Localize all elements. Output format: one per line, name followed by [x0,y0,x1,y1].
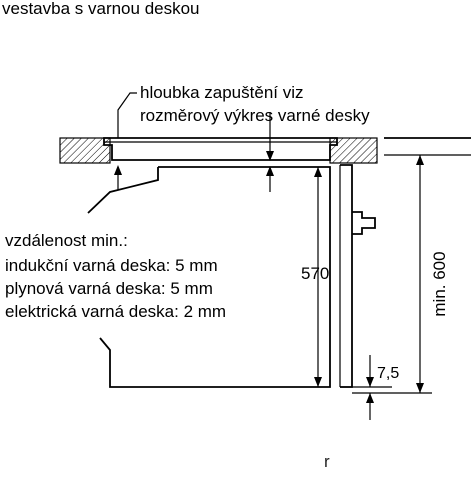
hob [103,137,338,161]
watermark: r [324,452,331,471]
gap-arrowhead-top [366,377,374,387]
dimension-gap-label: 7,5 [377,365,400,382]
distance-item-gas: plynová varná deska: 5 mm [5,279,213,298]
oven-handle [352,211,376,235]
note-leader [117,92,137,138]
worktop-left [59,137,111,164]
dim570-arrow-bottom [314,377,322,387]
oven-top-slope [87,167,159,214]
distance-heading: vzdálenost min.: [5,231,128,250]
oven-body [99,166,331,388]
dim570-arrow-top [314,167,322,177]
dimension-570-label: 570 [301,264,330,283]
dim600-arrow-bottom [416,383,424,393]
depth-arrowhead-mid-bottom [266,166,274,176]
dim600-arrow-top [416,155,424,165]
depth-note-line1: hloubka zapuštění viz [140,83,304,102]
gap-arrowhead-bottom [366,393,374,403]
distance-item-induction: indukční varná deska: 5 mm [5,256,218,275]
depth-note-line2: rozměrový výkres varné desky [140,106,370,125]
diagram-title: vestavba s varnou deskou [2,0,200,18]
depth-arrowhead-mid-top [266,151,274,161]
dimension-min600-label: min. 600 [430,251,449,317]
oven-front [340,164,353,388]
depth-arrowhead-left [114,165,122,175]
distance-item-electric: elektrická varná deska: 2 mm [5,302,227,321]
